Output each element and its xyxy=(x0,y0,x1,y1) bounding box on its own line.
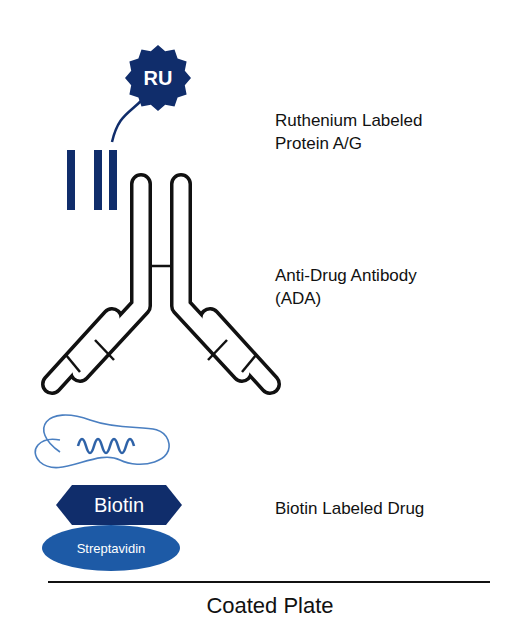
streptavidin-ellipse-fill xyxy=(42,525,180,571)
biotin-tag-fill xyxy=(56,485,182,525)
protein-bar xyxy=(67,150,75,210)
component-label: Biotin Labeled Drug xyxy=(275,498,495,521)
antibody-domain-lines xyxy=(66,266,256,372)
drug-helix xyxy=(78,439,134,453)
component-label: Anti-Drug Antibody (ADA) xyxy=(275,265,440,311)
protein-bar xyxy=(109,150,117,210)
protein-bar xyxy=(94,150,102,210)
ruthenium-label-fill xyxy=(125,45,191,111)
ruthenium-label: RU xyxy=(125,45,191,111)
component-label: Ruthenium Labeled Protein A/G xyxy=(275,110,440,156)
node-text: Streptavidin xyxy=(77,541,146,556)
antibody-fill xyxy=(52,184,270,384)
plate-label: Coated Plate xyxy=(130,591,410,621)
biotin-tag: Biotin xyxy=(56,485,182,525)
drug-molecule xyxy=(35,415,169,468)
node-text: RU xyxy=(144,67,173,90)
antibody-outline xyxy=(52,184,270,384)
tether-line xyxy=(112,100,142,142)
streptavidin-ellipse: Streptavidin xyxy=(42,525,180,571)
plate-surface xyxy=(48,581,490,583)
node-text: Biotin xyxy=(94,494,144,517)
